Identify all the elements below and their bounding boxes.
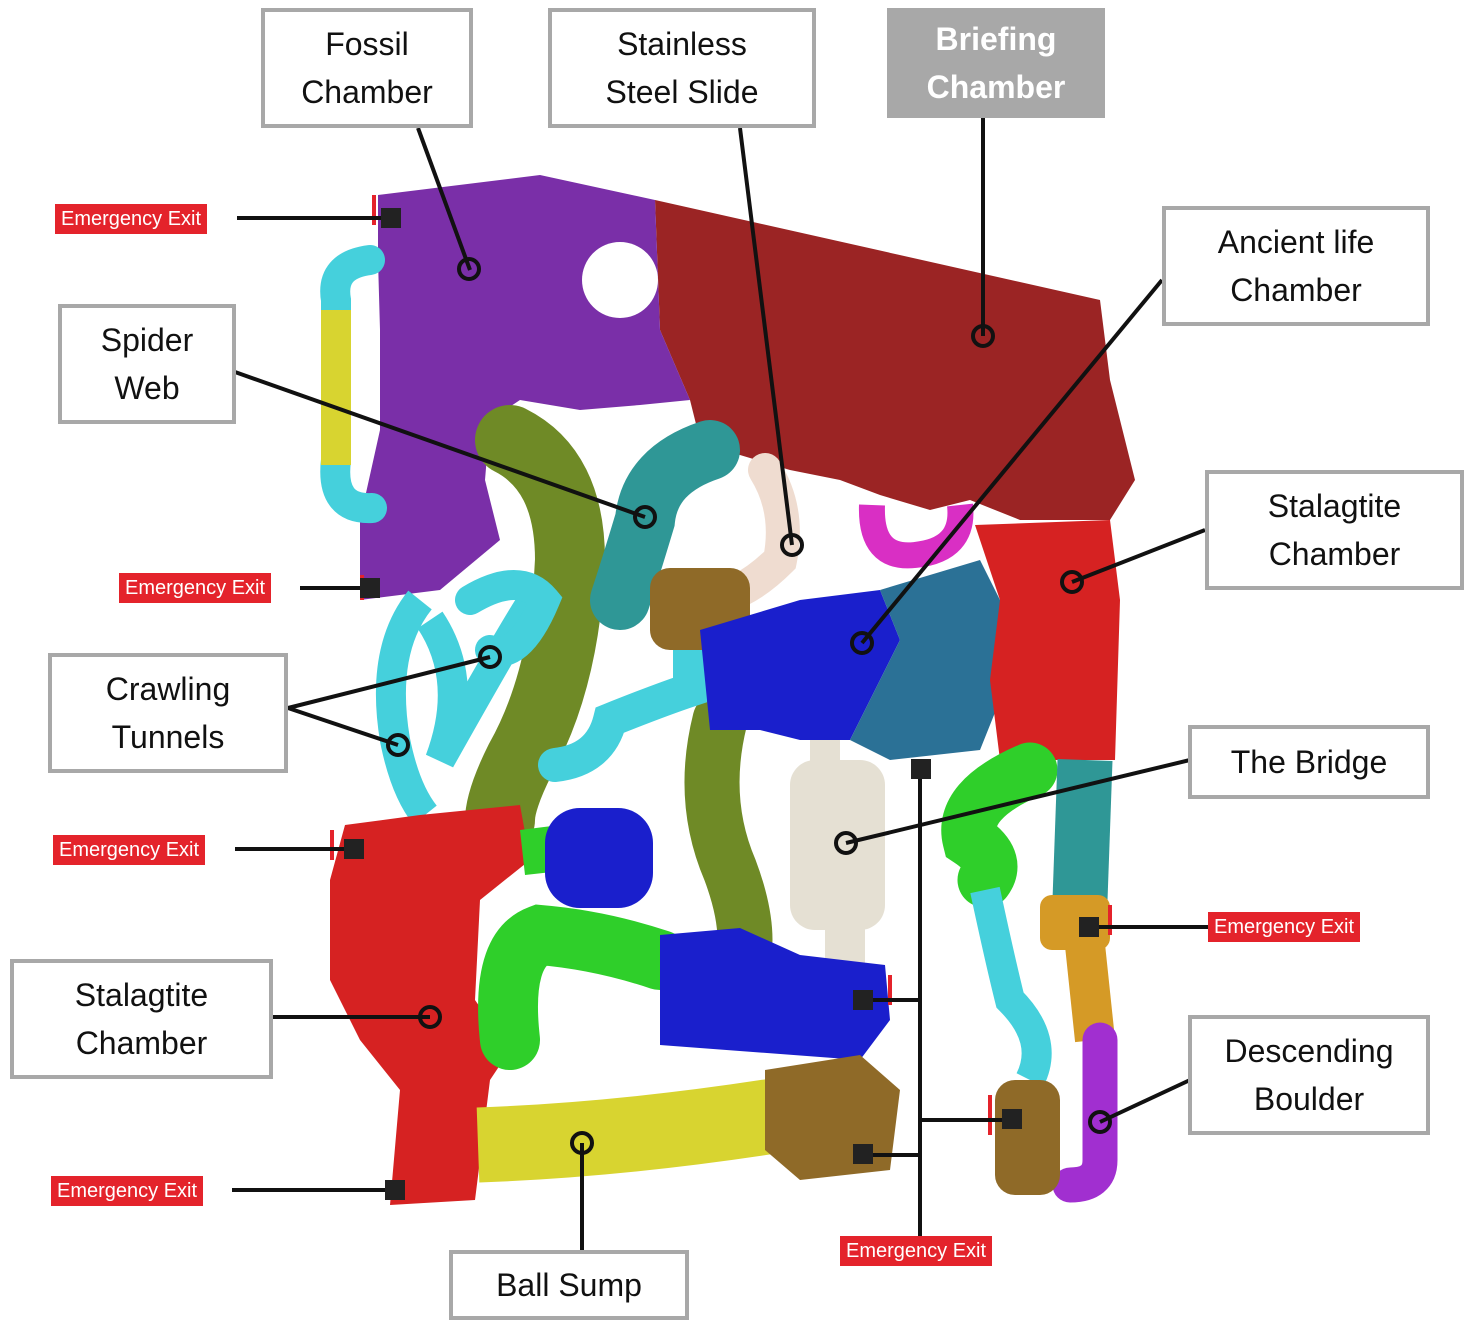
brown-right-block (995, 1080, 1060, 1195)
cave-segments (330, 175, 1135, 1205)
exit-marker-3 (344, 839, 364, 859)
cyan-right-tube (985, 890, 1037, 1080)
exit-marker-7 (853, 990, 873, 1010)
slide-tube (740, 470, 783, 590)
bridge-stem-top (810, 740, 840, 770)
label-ball-sump: Ball Sump (449, 1250, 689, 1320)
crawling-tunnel-a (391, 600, 425, 815)
exit-marker-1 (381, 208, 401, 228)
label-briefing-chamber: Briefing Chamber (887, 8, 1105, 118)
olive-tube-lower (712, 720, 745, 940)
ball-sump-tube (478, 1115, 780, 1145)
label-stalagtite-chamber-right: Stalagtite Chamber (1205, 470, 1464, 590)
exit-marker-4 (385, 1180, 405, 1200)
exit-edge-4 (1108, 905, 1112, 935)
label-the-bridge: The Bridge (1188, 725, 1430, 799)
label-crawling-tunnels: Crawling Tunnels (48, 653, 288, 773)
emergency-exit-tag-2: Emergency Exit (119, 573, 271, 603)
label-stainless-steel-slide: Stainless Steel Slide (548, 8, 816, 128)
orange-block (1040, 895, 1110, 950)
label-fossil-chamber: Fossil Chamber (261, 8, 473, 128)
green-lower-tube (508, 935, 660, 1040)
fossil-hole (582, 242, 658, 318)
label-descending-boulder: Descending Boulder (1188, 1015, 1430, 1135)
stalagtite-right-shape (975, 520, 1120, 760)
label-spider-web: Spider Web (58, 304, 236, 424)
emergency-exit-tag-4: Emergency Exit (1208, 912, 1360, 942)
emergency-exit-tag-3: Emergency Exit (53, 835, 205, 865)
exit-marker-2 (360, 578, 380, 598)
exit-edge-1 (372, 195, 376, 225)
exit-edge-6 (988, 1095, 992, 1135)
teal-right-tube (1080, 760, 1085, 900)
green-right-tube (969, 770, 1030, 880)
exit-edge-3 (330, 830, 334, 860)
emergency-exit-tag-6: Emergency Exit (840, 1236, 992, 1266)
exit-marker-9 (1002, 1109, 1022, 1129)
label-stalagtite-chamber-left: Stalagtite Chamber (10, 959, 273, 1079)
exit-marker-5 (1079, 917, 1099, 937)
emergency-exit-tag-5: Emergency Exit (51, 1176, 203, 1206)
emergency-exit-tag-1: Emergency Exit (55, 204, 207, 234)
exit-marker-8 (853, 1144, 873, 1164)
brown-lower-chamber (765, 1055, 900, 1180)
blue-small-block (545, 808, 653, 908)
pink-loop-shape (872, 505, 961, 555)
exit-marker-6 (911, 759, 931, 779)
label-ancient-life-chamber: Ancient life Chamber (1162, 206, 1430, 326)
